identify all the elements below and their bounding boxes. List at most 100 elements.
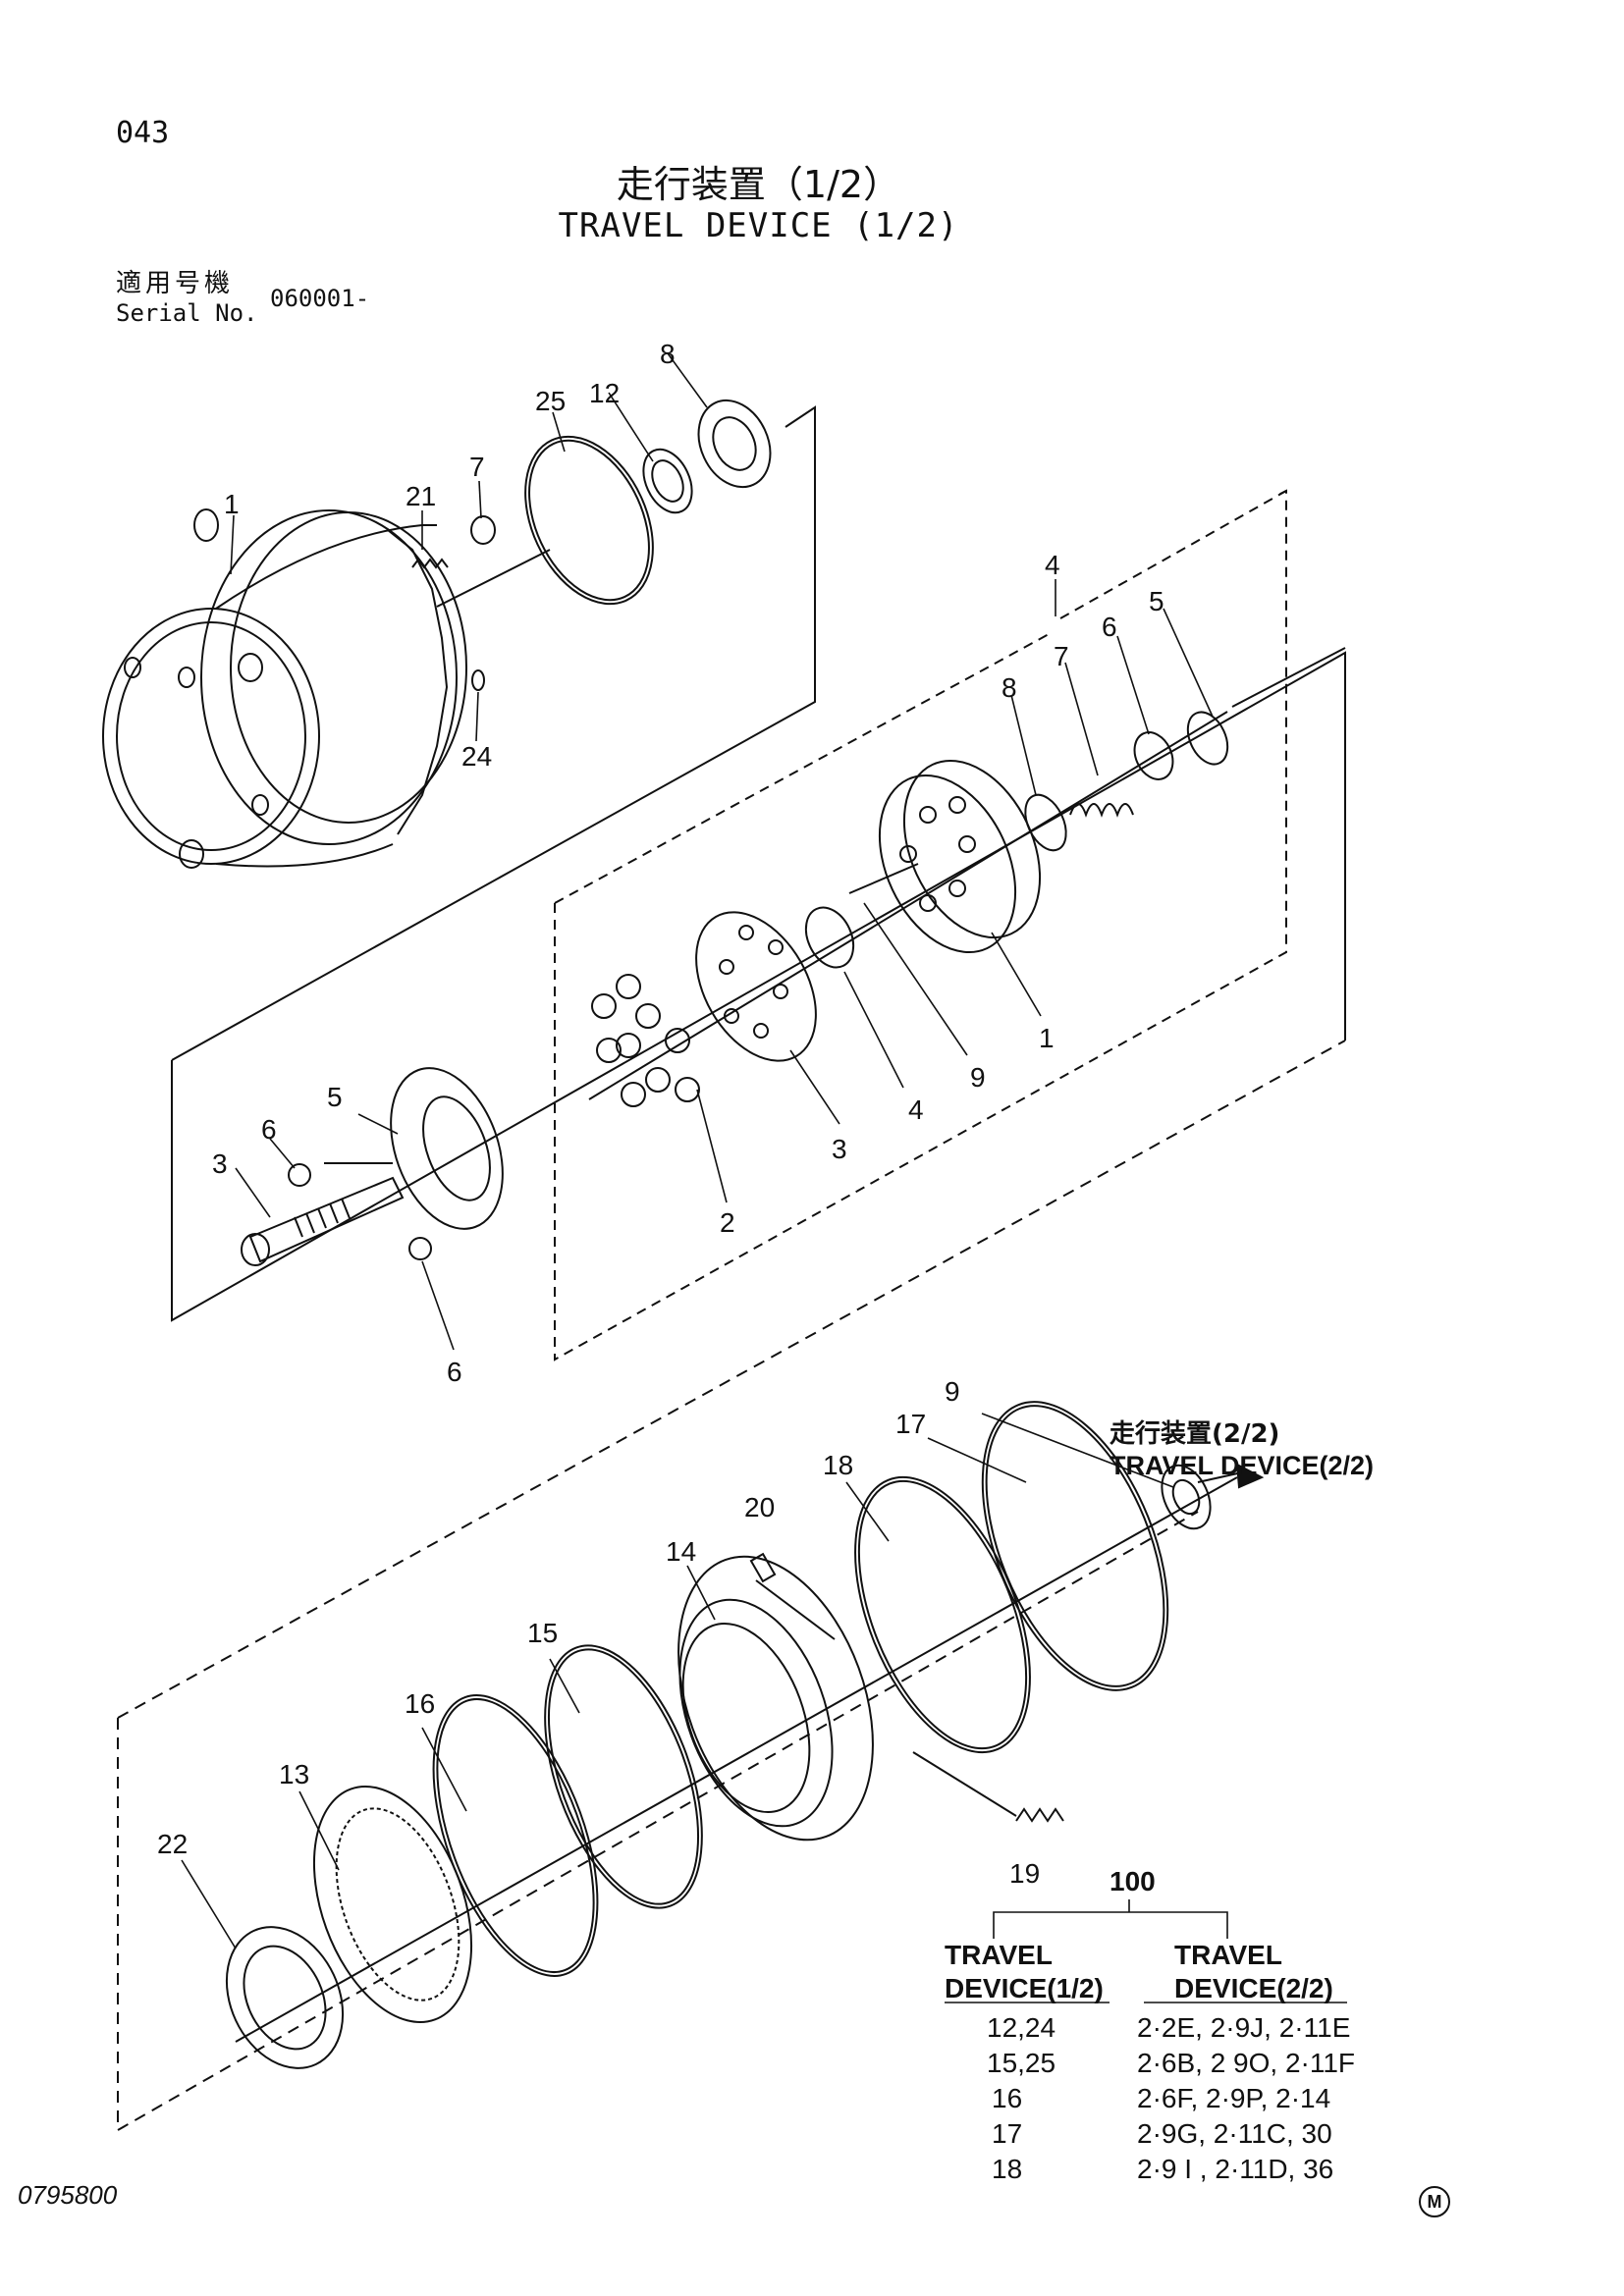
bracket-line-upper [171,405,816,1061]
callout-labels: 1 21 7 25 12 8 24 4 5 6 7 8 1 9 4 3 2 5 … [157,339,1164,1889]
table-cell: 2·6F, 2·9P, 2·14 [1137,2083,1331,2113]
table-cell: 17 [992,2118,1023,2149]
plug-7 [470,515,496,545]
m-mark-icon: M [1419,2186,1450,2217]
lower-border-bottom [117,1511,1199,2131]
plate-22 [225,1926,345,2069]
leader-6b [269,1138,296,1169]
table-cell: 2·6B, 2 9O, 2·11F [1137,2048,1356,2078]
lower-assembly [117,1040,1346,2131]
table-col1-header-line: DEVICE(1/2) [945,1973,1104,2003]
plate-hole [753,1023,769,1039]
leader-9b [981,1413,1174,1488]
piston-2 [665,1028,690,1053]
housing-flange [200,509,458,845]
callout-label: 6 [261,1114,277,1145]
housing-bolt [178,667,195,688]
callout-label: 1 [1039,1023,1055,1053]
swash-plate-5-inner [422,1095,491,1201]
housing-bottom-edge [215,843,394,868]
spherical-bush-4 [804,906,855,969]
leader-16 [421,1727,467,1812]
housing-top-edge [215,524,437,610]
bearing-8 [697,399,772,489]
seal-12 [642,448,693,514]
shaft-3-end [241,1233,270,1266]
housing-bolt [124,657,141,678]
callout-label: 15 [527,1618,558,1648]
callout-label: 17 [895,1409,926,1439]
leader-12 [608,392,654,462]
callout-label: 25 [535,386,566,416]
cylinder-bore [899,845,917,863]
bearing-9 [1161,1464,1212,1530]
leader-7 [478,480,482,519]
subassembly-axis [588,711,1228,1100]
ball-6 [288,1163,311,1187]
cylinder-block-1 [878,774,1017,953]
piston-2 [635,1003,661,1029]
bearing-8-inner [712,416,757,471]
subassembly-4 [554,489,1287,1362]
housing-cover-face [102,608,320,865]
cylinder-bore [919,894,937,912]
callout-label: 13 [279,1759,309,1789]
subassembly-parts [588,711,1229,1107]
serial-label-english: Serial No. [116,299,258,327]
callout-label: 9 [970,1062,986,1093]
callout-label: 7 [469,452,485,482]
callout-label: 6 [447,1357,462,1387]
reference-japanese: 走行装置(2/2) [1110,1419,1280,1449]
leader-8b [1010,694,1037,796]
piston-2 [596,1038,622,1063]
pin-20 [749,1552,777,1583]
callout-label: 2 [720,1207,735,1238]
arrow-head [1235,1463,1265,1489]
leader-4b [843,971,904,1089]
bracket-line-top [1231,647,1346,708]
housing-bolt [193,508,219,542]
ring-8 [1024,793,1067,852]
callout-label: 1 [224,489,240,519]
plate-22-inner [243,1945,327,2051]
leader-6c [421,1260,455,1351]
leader-24 [475,691,479,742]
callout-label: 12 [589,378,620,408]
retainer-plate-3 [695,911,817,1062]
subassembly-border [554,489,1287,1362]
swash-plate-5 [390,1067,504,1230]
subassembly-border-top [554,632,1052,904]
callout-label: 4 [908,1095,924,1125]
leader-25 [552,411,566,453]
brake-piston-14-bore [681,1622,811,1814]
table-col2-header: TRAVEL DEVICE(2/2) [1174,1939,1333,2005]
piston-2 [645,1067,671,1093]
shaft-assembly [241,1067,504,1266]
callout-label: 8 [660,339,676,369]
callout-label: 7 [1054,641,1069,671]
callout-label: 18 [823,1450,853,1480]
leader-1 [230,514,235,575]
plate-hole [738,925,754,940]
piston-2 [591,993,617,1019]
leader-5 [1163,608,1214,718]
leader-8 [667,352,708,408]
ring-15 [544,1644,703,1909]
leader-3b [235,1167,271,1218]
page-number: 043 [116,116,170,150]
housing-teeth [387,529,449,835]
table-col2-header-line: DEVICE(2/2) [1174,1973,1333,2003]
housing-cover-rim [116,621,306,851]
table-cell: 15,25 [987,2048,1056,2078]
plate-hole [768,939,784,955]
plate-hole [773,984,788,999]
ring-17-inner [985,1405,1165,1687]
table-group-label: 100 [1110,1866,1156,1896]
piston-2 [621,1082,646,1107]
subassembly-border-top-right [1059,490,1287,619]
housing-bolt [251,794,269,816]
o-ring-25 [524,435,654,606]
ring-16-inner [436,1697,595,1974]
leader-18 [845,1481,890,1542]
callout-label: 6 [1102,612,1117,642]
